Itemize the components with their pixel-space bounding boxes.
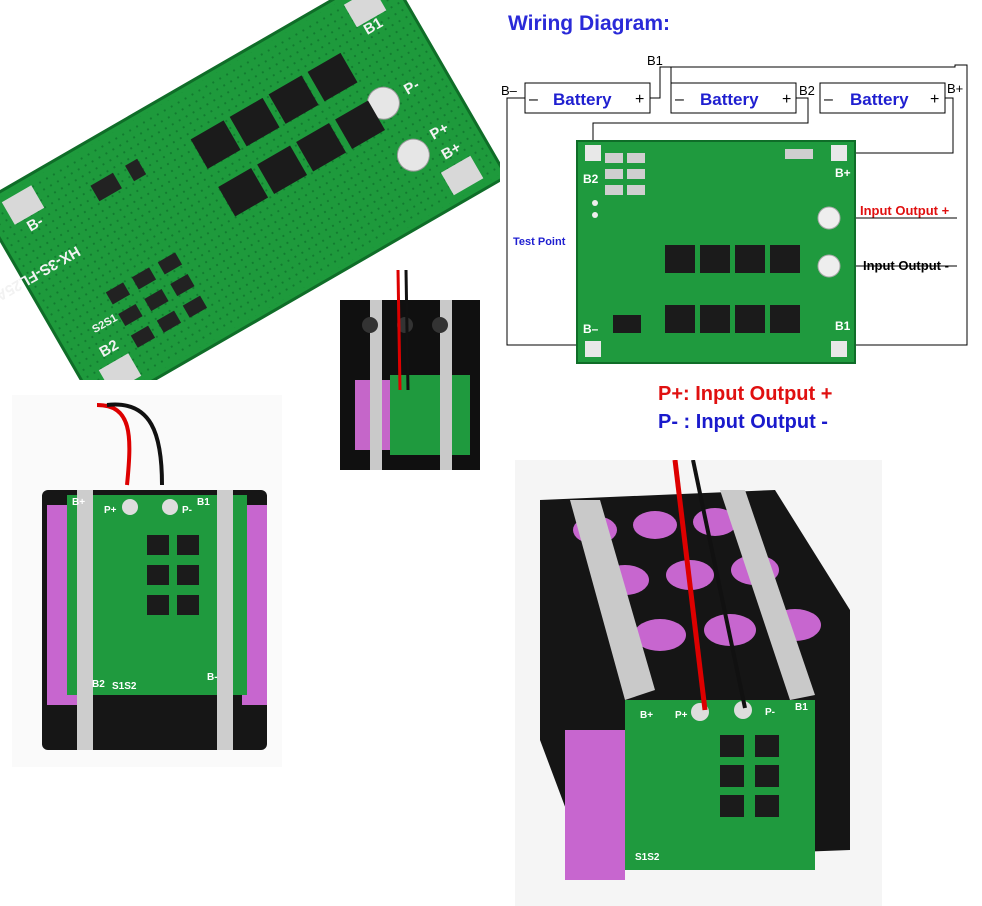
pack-angled-pminus: P- xyxy=(765,707,775,718)
pack-front-b2: B2 xyxy=(92,679,105,690)
wiring-diagram: Battery Battery Battery – + – + – + B– B… xyxy=(501,53,968,364)
battery-2-plus: + xyxy=(782,91,791,108)
battery-1-plus: + xyxy=(635,91,644,108)
pad-b-plus xyxy=(440,155,484,196)
mosfet-array xyxy=(190,52,386,217)
pack-front-s1s2: S1S2 xyxy=(112,681,137,692)
wiring-pcb-bminus: B– xyxy=(583,322,599,336)
battery-3-label: Battery xyxy=(850,90,909,109)
pad-b1 xyxy=(343,0,387,28)
pack-front-pplus: P+ xyxy=(104,505,117,516)
node-b2-label: B2 xyxy=(799,83,815,98)
wiring-p-minus-pad xyxy=(817,254,841,278)
test-point-label: Test Point xyxy=(513,236,566,248)
legend-minus: P- : Input Output - xyxy=(658,411,828,433)
pad-b-minus xyxy=(1,185,45,225)
pack-front-bminus: B- xyxy=(207,672,218,683)
pad-b2 xyxy=(98,353,142,380)
pack-angled-bplus: B+ xyxy=(640,710,653,721)
wiring-p-plus-pad xyxy=(817,206,841,230)
pad-p-plus xyxy=(396,138,430,172)
legend-plus: P+: Input Output + xyxy=(658,383,833,405)
battery-2-minus: – xyxy=(675,91,684,108)
pack-angled-b1: B1 xyxy=(795,702,808,713)
node-b1-label: B1 xyxy=(647,53,663,68)
small-pack-photo xyxy=(340,270,480,470)
bms-board-photo: HX-3S-FL25A B- B2 B1 B+ P+ P- S2S1 xyxy=(0,0,500,380)
board-pad-pminus-label: P- xyxy=(401,76,422,98)
pack-front-pminus: P- xyxy=(182,505,192,516)
wiring-pcb-bplus: B+ xyxy=(835,166,851,180)
battery-3-plus: + xyxy=(930,91,939,108)
battery-3-minus: – xyxy=(824,91,833,108)
battery-1-minus: – xyxy=(529,91,538,108)
battery-2-label: Battery xyxy=(700,90,759,109)
pack-front-b1: B1 xyxy=(197,497,210,508)
battery-3 xyxy=(819,82,946,114)
node-bplus-label: B+ xyxy=(947,81,963,96)
pack-angled-photo: P+ P- B1 B+ S1S2 xyxy=(515,460,882,906)
board-pad-bminus-label: B- xyxy=(24,213,46,236)
pack-front-bplus: B+ xyxy=(72,497,85,508)
wiring-diagram-title: Wiring Diagram: xyxy=(508,12,670,35)
pack-angled-s1s2: S1S2 xyxy=(635,852,660,863)
battery-1-label: Battery xyxy=(553,90,612,109)
wiring-pcb-b1: B1 xyxy=(835,319,851,333)
pack-angled-pplus: P+ xyxy=(675,710,688,721)
wiring-pcb-b2: B2 xyxy=(583,172,599,186)
pack-front-photo: P+ P- B1 B+ B2 B- S1S2 xyxy=(12,395,282,767)
input-output-minus-label: Input Output - xyxy=(863,258,949,273)
input-output-plus-label: Input Output + xyxy=(860,203,950,218)
node-bminus-label: B– xyxy=(501,83,518,98)
